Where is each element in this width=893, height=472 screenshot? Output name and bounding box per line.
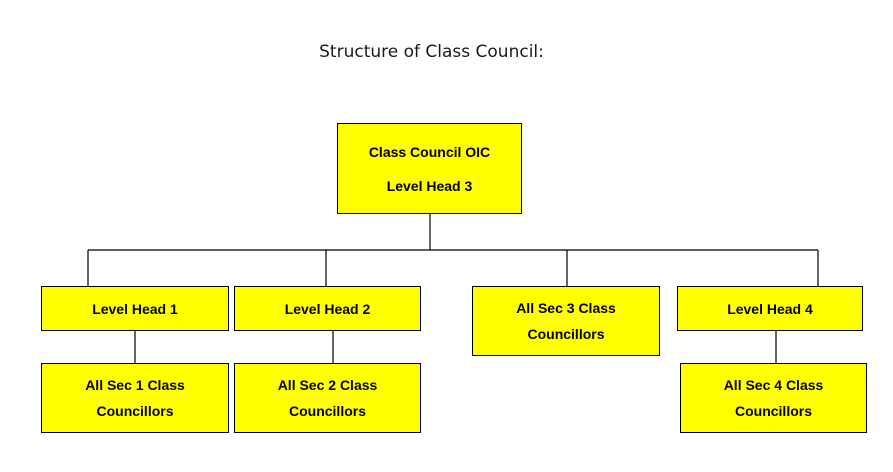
- node-all-sec-2-class-councillors: All Sec 2 Class Councillors: [234, 363, 421, 433]
- node-sec4-line2: Councillors: [734, 403, 812, 419]
- node-all-sec-1-class-councillors: All Sec 1 Class Councillors: [41, 363, 229, 433]
- node-class-council-oic: Class Council OIC Level Head 3: [337, 123, 522, 214]
- node-sec2-line2: Councillors: [288, 403, 366, 419]
- node-level-head-4: Level Head 4: [677, 286, 863, 331]
- node-level-head-2-label: Level Head 2: [284, 300, 371, 317]
- node-level-head-4-label: Level Head 4: [727, 300, 813, 317]
- node-sec1-line1: All Sec 1 Class: [85, 377, 185, 393]
- node-sec2-line1: All Sec 2 Class: [277, 377, 378, 393]
- node-all-sec-3-class-councillors: All Sec 3 Class Councillors: [472, 286, 660, 356]
- node-sec3-line1: All Sec 3 Class: [516, 300, 616, 316]
- diagram-title: Structure of Class Council:: [319, 42, 544, 62]
- node-sec1-line2: Councillors: [96, 403, 174, 419]
- node-sec3-line2: Councillors: [527, 326, 605, 342]
- node-sec4-line1: All Sec 4 Class: [723, 377, 824, 393]
- node-all-sec-4-class-councillors: All Sec 4 Class Councillors: [680, 363, 867, 433]
- node-oic-line2: Level Head 3: [386, 177, 473, 194]
- node-level-head-1: Level Head 1: [41, 286, 229, 331]
- node-level-head-2: Level Head 2: [234, 286, 421, 331]
- node-oic-line1: Class Council OIC: [368, 143, 491, 160]
- node-level-head-1-label: Level Head 1: [92, 300, 178, 317]
